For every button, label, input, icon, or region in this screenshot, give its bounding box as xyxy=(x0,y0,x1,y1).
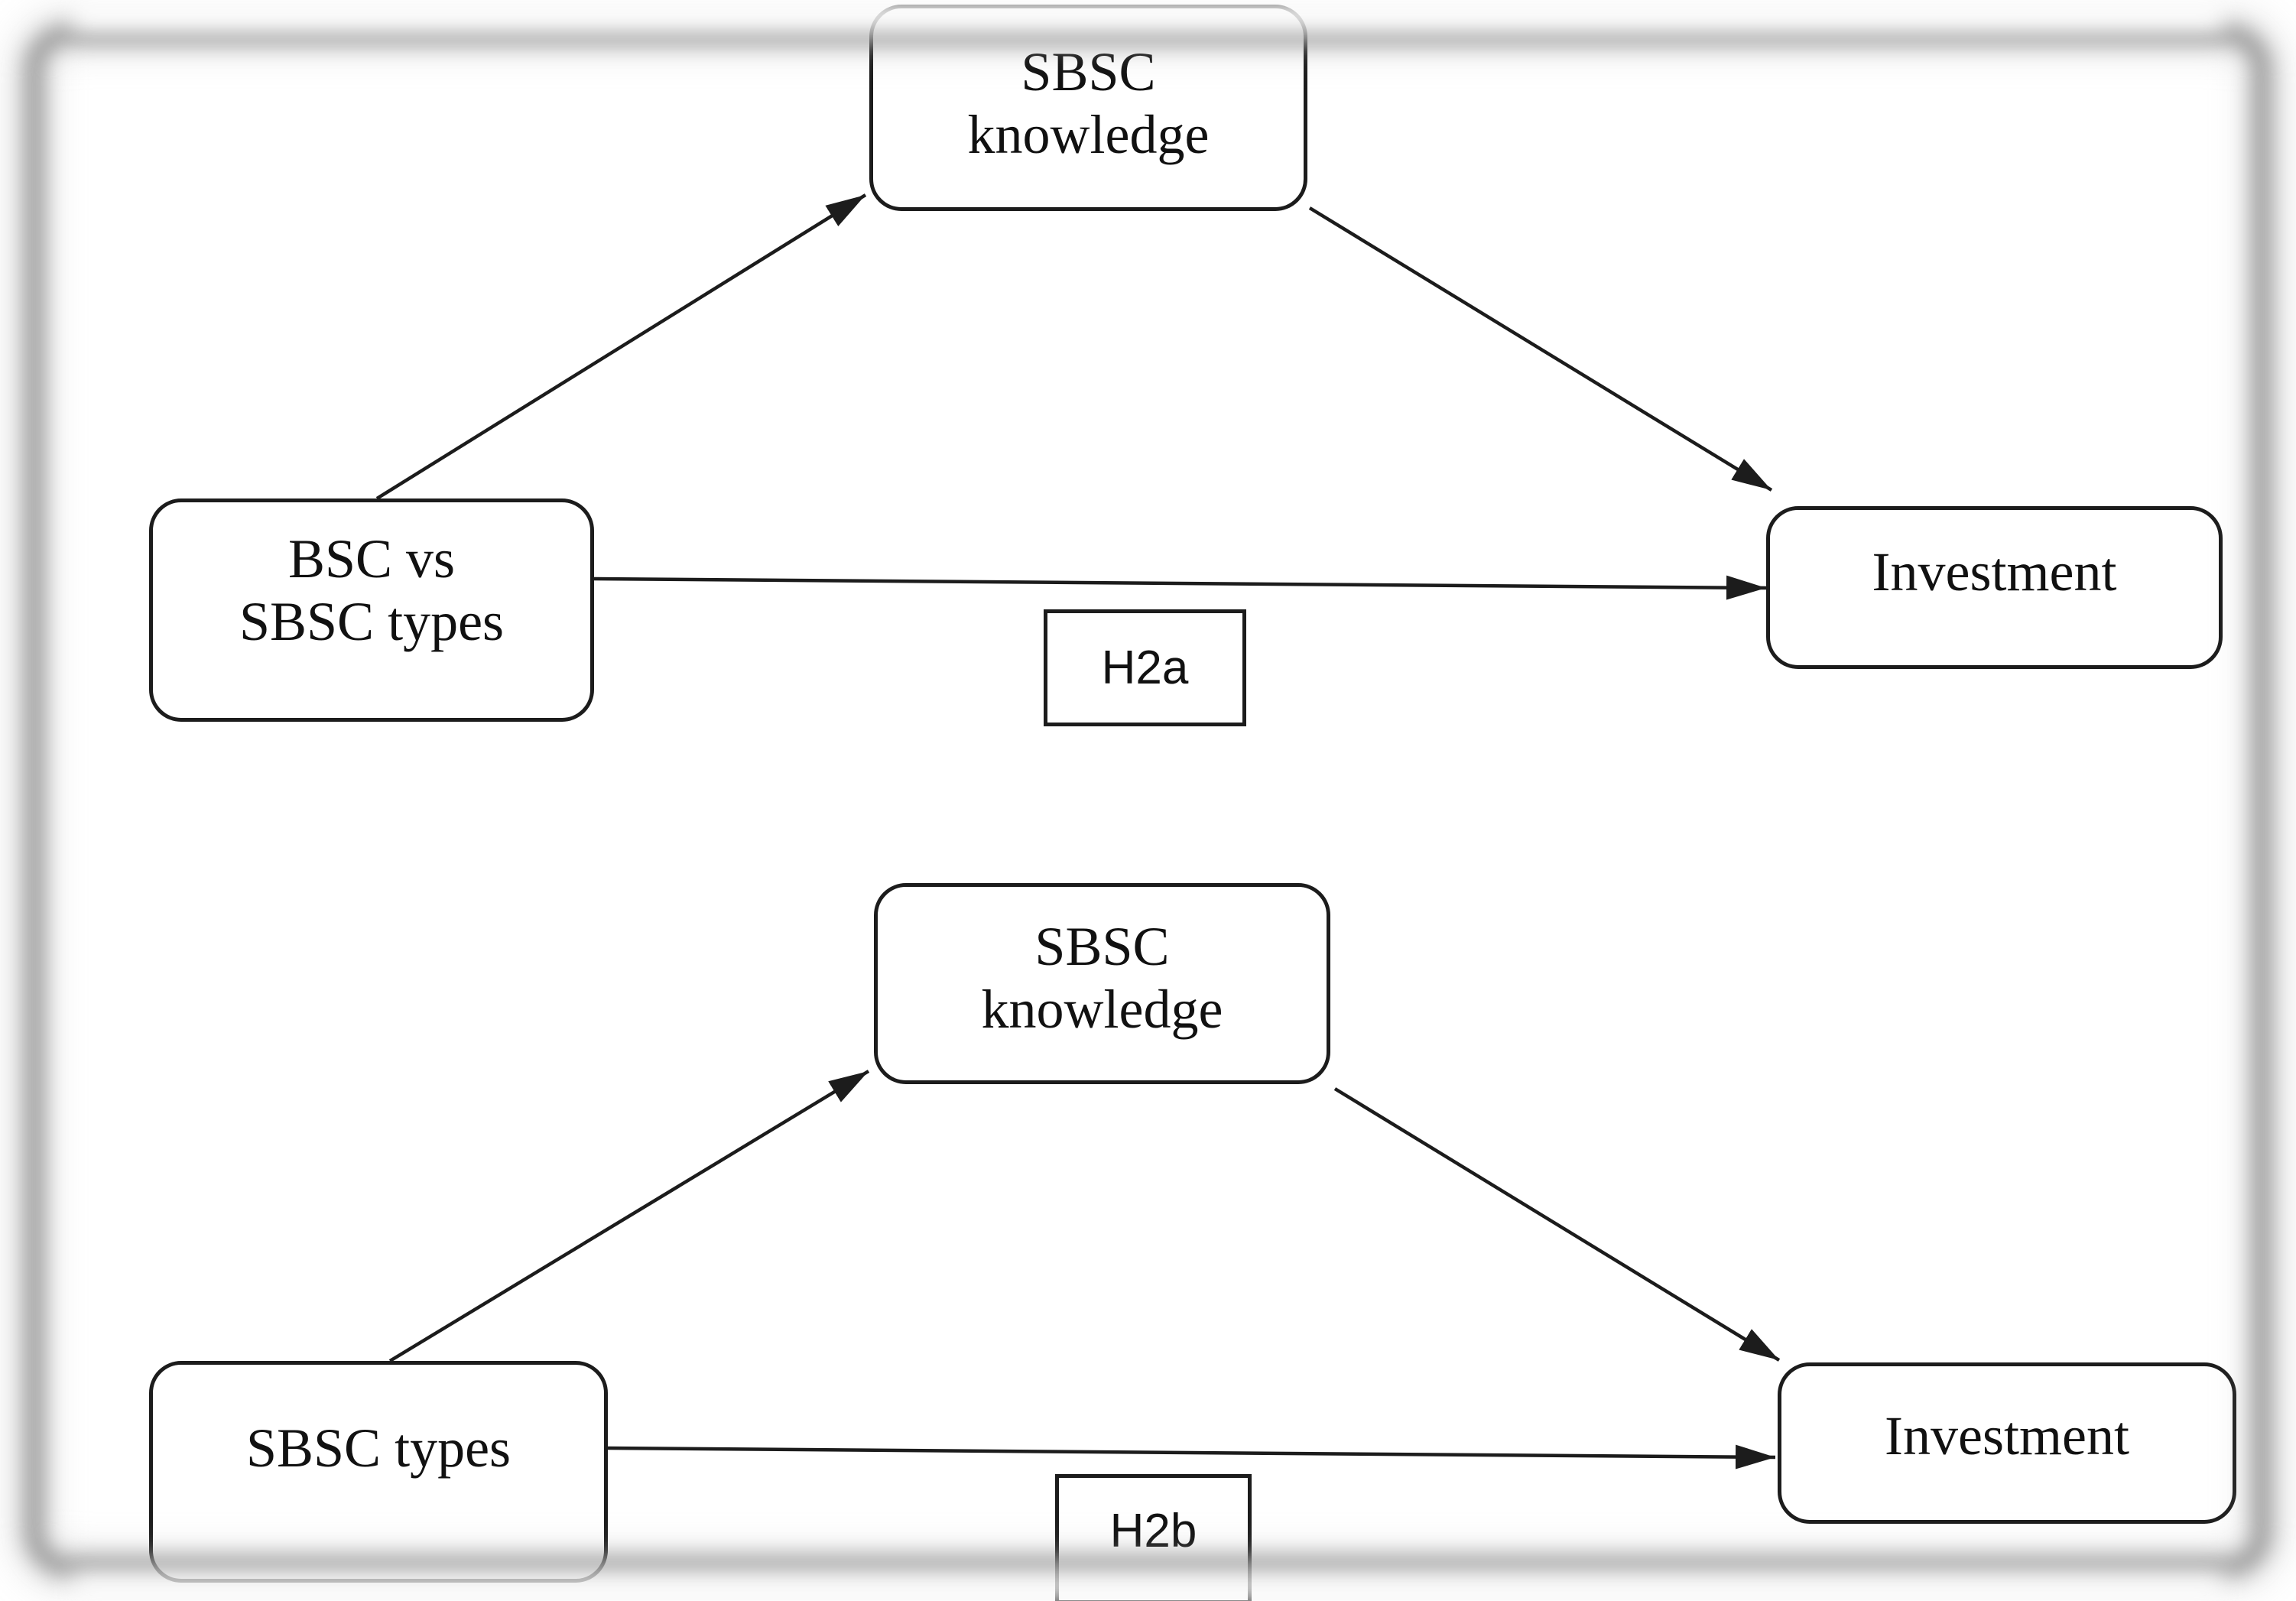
bottom-outcome-label: Investment xyxy=(1885,1405,2129,1466)
top-outcome-node-investment: Investment xyxy=(1766,506,2223,669)
bottom-predictor-label: SBSC types xyxy=(245,1418,511,1479)
bottom-mediator-node-sbsc-knowledge: SBSC knowledge xyxy=(874,883,1330,1084)
h2a-label: H2a xyxy=(1101,641,1189,694)
top-mediator-label-line2: knowledge xyxy=(967,104,1210,165)
top-outcome-label: Investment xyxy=(1872,541,2117,602)
bottom-predictor-node-sbsc-types: SBSC types xyxy=(149,1361,608,1583)
hypothesis-label-box-h2b: H2b xyxy=(1055,1474,1252,1601)
arrow-bottom-predictor-to-mediator xyxy=(388,1070,870,1362)
arrow-top-mediator-to-outcome xyxy=(1308,206,1773,492)
bottom-mediator-label-line1: SBSC xyxy=(1034,916,1170,977)
arrow-top-predictor-to-outcome-direct xyxy=(593,575,1767,600)
top-mediator-label-line1: SBSC xyxy=(1021,41,1156,102)
arrow-bottom-mediator-to-outcome xyxy=(1333,1087,1781,1362)
top-predictor-label-line1: BSC vs xyxy=(287,528,456,589)
bottom-mediator-label-line2: knowledge xyxy=(981,979,1223,1040)
top-mediator-node-sbsc-knowledge: SBSC knowledge xyxy=(869,5,1307,211)
top-predictor-node-bsc-vs-sbsc-types: BSC vs SBSC types xyxy=(149,498,594,722)
top-predictor-label-line2: SBSC types xyxy=(239,591,505,652)
h2b-label: H2b xyxy=(1109,1505,1197,1557)
hypothesis-label-box-h2a: H2a xyxy=(1044,609,1246,726)
arrow-bottom-predictor-to-outcome-direct xyxy=(607,1444,1776,1469)
bottom-outcome-node-investment: Investment xyxy=(1778,1362,2236,1524)
arrow-top-predictor-to-mediator xyxy=(375,193,867,500)
